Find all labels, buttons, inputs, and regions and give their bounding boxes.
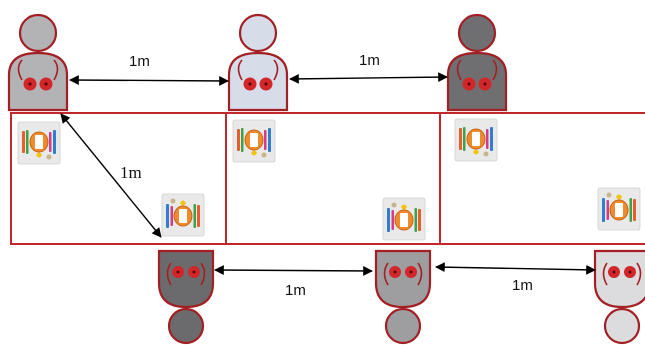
place-setting-icon [17, 121, 61, 165]
person-icon [374, 249, 432, 345]
place-setting-icon [597, 187, 641, 231]
distance-label-diagonal: 1m [120, 163, 142, 182]
person-icon [7, 13, 69, 112]
place-setting-icon [161, 193, 205, 237]
person-icon [157, 249, 215, 345]
person-icon [227, 13, 289, 112]
arrow-top-left [69, 75, 229, 86]
place-setting-icon [382, 197, 426, 241]
distance-label-top-left: 1m [129, 53, 150, 70]
arrow-top-right [289, 72, 448, 84]
table-right [439, 112, 645, 245]
person-icon [446, 13, 508, 112]
place-setting-icon [454, 118, 498, 162]
arrow-bottom-right [435, 262, 596, 275]
person-icon [593, 249, 645, 345]
arrow-bottom-left [214, 265, 373, 276]
arrow-diagonal [60, 113, 162, 238]
place-setting-icon [232, 119, 276, 163]
distance-labels: 1m 1m 1m 1m 1m [120, 52, 533, 299]
distance-label-top-right: 1m [359, 52, 380, 69]
place-settings [17, 118, 641, 241]
tables [10, 112, 645, 245]
distance-label-bottom-right: 1m [512, 277, 533, 294]
distance-label-bottom-left: 1m [285, 282, 306, 299]
people [7, 13, 645, 345]
distance-arrows [60, 72, 596, 276]
